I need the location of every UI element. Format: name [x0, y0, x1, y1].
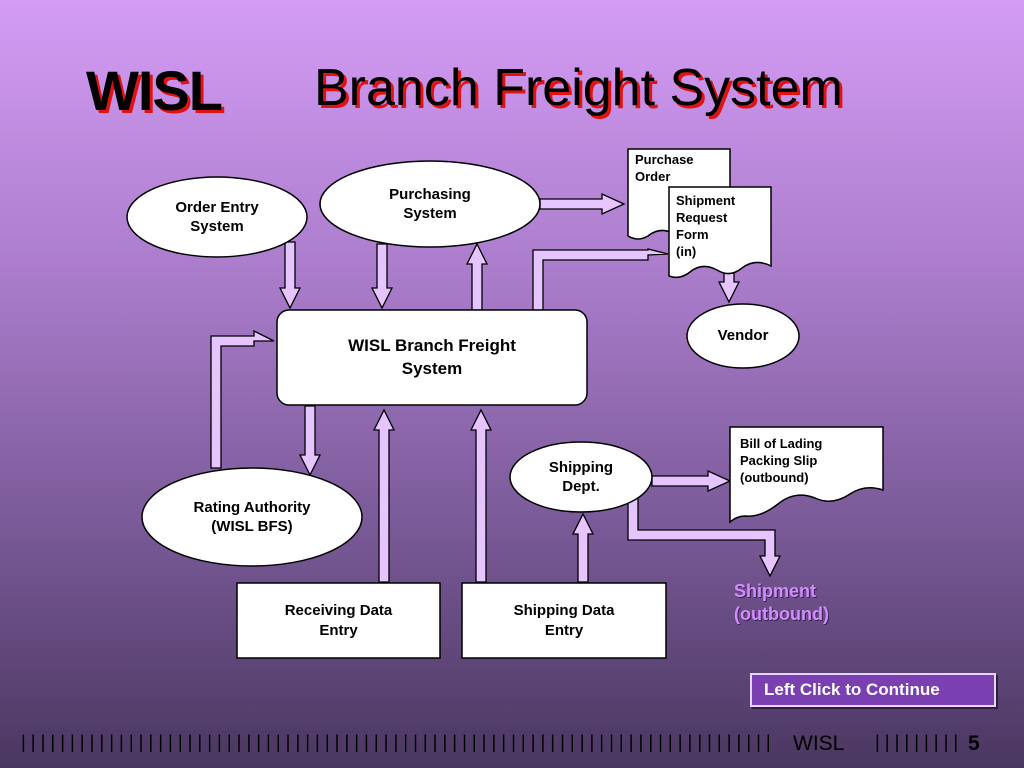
- arrow-dept-to-bill-of-lading: [651, 469, 732, 493]
- shipping-dept-label: Shipping Dept.: [548, 458, 614, 496]
- shipping-entry-label: Shipping Data Entry: [513, 602, 615, 639]
- arrow-branch-to-shipment-request: [532, 248, 669, 311]
- continue-button[interactable]: Left Click to Continue: [750, 673, 996, 707]
- shipment-outbound-label: Shipment (outbound): [734, 581, 829, 624]
- arrow-order-entry-to-branch: [278, 241, 302, 310]
- receiving-entry-label: Receiving Data Entry: [284, 602, 393, 639]
- page-number: 5: [968, 732, 980, 755]
- vendor-node: [686, 303, 800, 369]
- vendor-label: Vendor: [717, 327, 769, 345]
- arrow-branch-to-rating: [298, 405, 322, 477]
- branch-freight-label: WISL Branch Freight System: [348, 336, 516, 378]
- page-title: Branch Freight System: [314, 59, 843, 117]
- footer-bars-left: ||||||||||||||||||||||||||||||||||||||||…: [18, 734, 776, 754]
- order-entry-label: Order Entry System: [175, 198, 259, 236]
- arrow-branch-to-purchasing: [465, 242, 489, 311]
- arrow-dept-to-shipment: [627, 497, 782, 578]
- footer-brand: WISL: [793, 732, 845, 755]
- arrow-purchasing-to-purchase-order: [539, 192, 626, 216]
- shipping-entry-node: [461, 582, 667, 659]
- rating-authority-label: Rating Authority (WISL BFS): [193, 498, 311, 536]
- footer-bars-right: ||||||||||||: [872, 734, 957, 754]
- arrow-receiving-to-branch: [372, 408, 396, 583]
- bill-of-lading-label: Bill of Lading Packing Slip (outbound): [740, 436, 823, 485]
- title-logo: WISL: [86, 59, 223, 122]
- purchasing-node: [319, 160, 541, 248]
- bill-of-lading-doc: [729, 426, 884, 524]
- arrow-shipping-entry-to-branch: [469, 408, 493, 583]
- rating-authority-node: [141, 467, 363, 567]
- shipment-request-label: Shipment Request Form (in): [676, 193, 736, 259]
- purchasing-label: Purchasing System: [389, 185, 471, 223]
- receiving-entry-node: [236, 582, 441, 659]
- shipping-dept-node: [509, 441, 653, 513]
- arrow-rating-to-branch: [210, 329, 275, 469]
- shipment-request-doc: [668, 186, 772, 279]
- order-entry-node: [126, 176, 308, 258]
- branch-freight-node: [276, 309, 588, 406]
- purchase-order-label: Purchase Order: [635, 152, 694, 184]
- arrow-purchasing-to-branch: [370, 243, 394, 310]
- arrow-shipping-entry-to-dept: [571, 512, 595, 583]
